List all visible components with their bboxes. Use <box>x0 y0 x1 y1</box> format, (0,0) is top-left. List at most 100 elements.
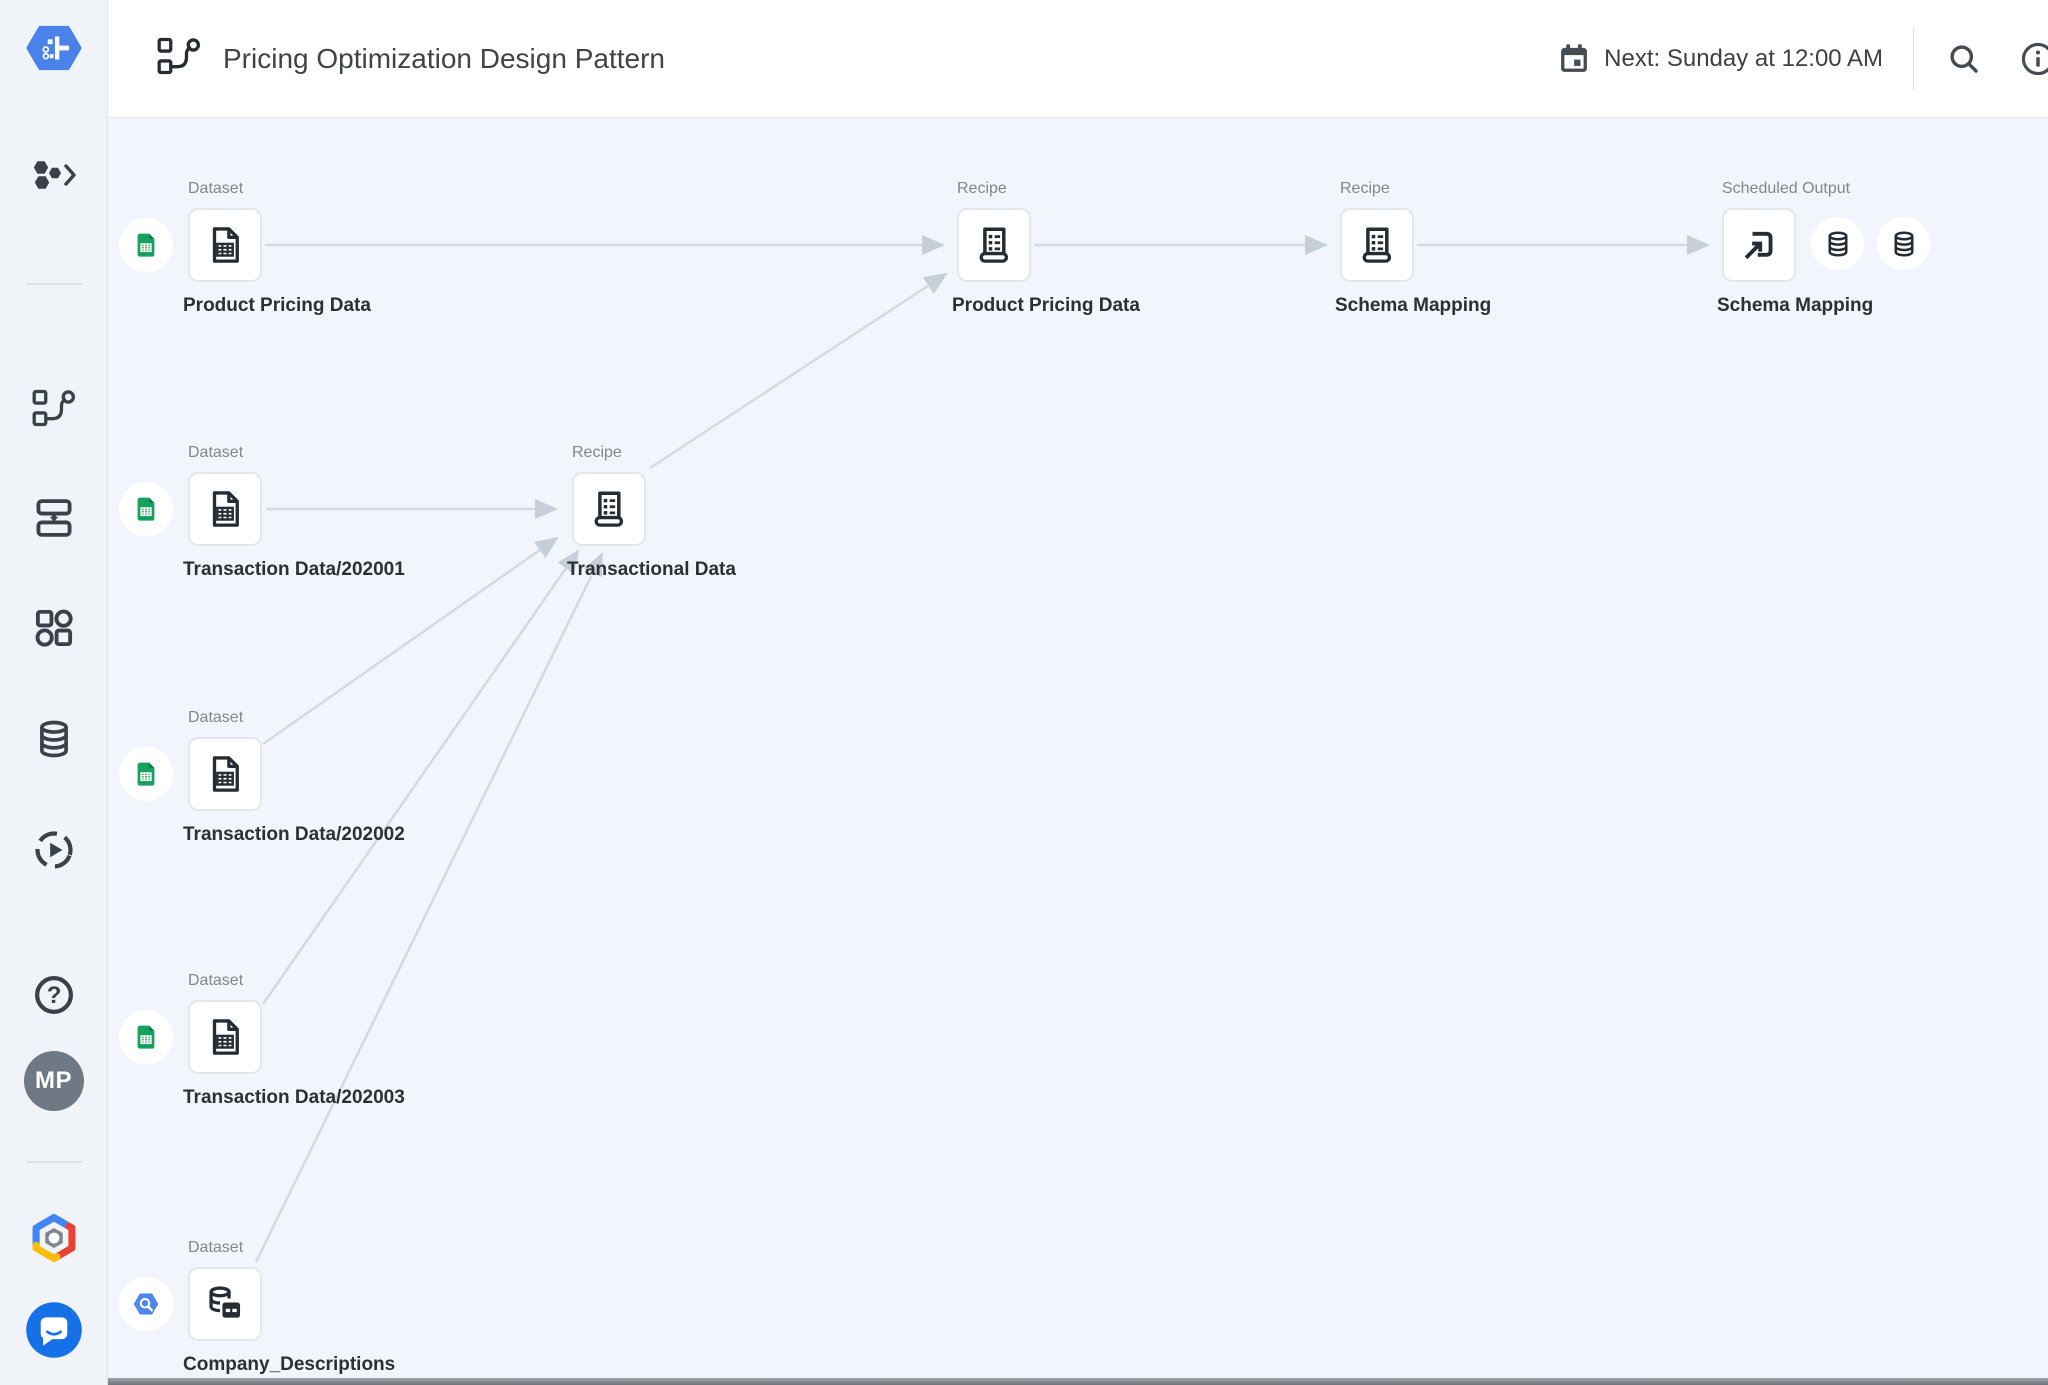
flow-title-icon <box>157 37 201 80</box>
avatar-initials: MP <box>23 1051 84 1111</box>
recipe-card[interactable] <box>957 208 1031 282</box>
node-name[interactable]: Product Pricing Data <box>952 295 1140 316</box>
horizontal-scrollbar[interactable] <box>108 1378 2048 1385</box>
node-dataset-transaction-202003[interactable]: Dataset Transaction Data/202003 <box>119 972 405 1108</box>
info-button[interactable] <box>2016 37 2048 81</box>
schedule-button[interactable]: Next: Sunday at 12:00 AM <box>1556 41 1883 77</box>
help-icon: ? <box>34 976 73 1014</box>
svg-text:?: ? <box>46 982 61 1009</box>
google-cloud-icon <box>32 1214 75 1262</box>
node-type-label: Scheduled Output <box>1722 180 1851 197</box>
dataset-card[interactable] <box>188 737 262 811</box>
node-type-label: Recipe <box>572 444 622 461</box>
database-icon <box>39 720 68 758</box>
node-name[interactable]: Transaction Data/202002 <box>183 824 405 845</box>
edge-t3-to-transactional <box>261 549 580 1005</box>
source-badge-google-sheets <box>119 747 173 801</box>
library-icon <box>35 609 73 647</box>
output-destination-database-1[interactable] <box>1811 217 1864 270</box>
output-destination-database-2[interactable] <box>1877 217 1930 270</box>
flow-header: Pricing Optimization Design Pattern Next… <box>108 0 2048 118</box>
sidebar-item-plans[interactable] <box>32 496 76 540</box>
sidebar-item-library[interactable] <box>32 606 76 650</box>
node-type-label: Dataset <box>188 1239 244 1256</box>
node-name[interactable]: Product Pricing Data <box>183 295 371 316</box>
node-type-label: Dataset <box>188 444 244 461</box>
dataset-card[interactable] <box>188 472 262 546</box>
node-dataset-transaction-202001[interactable]: Dataset Transaction Data/202001 <box>119 444 405 580</box>
node-type-label: Dataset <box>188 180 244 197</box>
node-scheduled-output-schema-mapping[interactable]: Scheduled Output <box>1717 180 1930 316</box>
node-type-label: Dataset <box>188 709 244 726</box>
node-name[interactable]: Schema Mapping <box>1335 295 1492 316</box>
sidebar-item-connections[interactable] <box>32 717 76 761</box>
spreadsheet-file-icon <box>212 756 239 792</box>
dataprep-logo-icon <box>26 25 81 71</box>
recipe-scroll-icon <box>1362 227 1392 263</box>
left-sidebar: ? MP <box>0 0 108 1385</box>
google-sheets-icon <box>137 762 155 786</box>
node-name[interactable]: Transaction Data/202003 <box>183 1087 405 1108</box>
node-dataset-company-descriptions[interactable]: Dataset Company_Descriptions <box>119 1239 395 1375</box>
dataset-card[interactable] <box>188 1267 262 1341</box>
node-recipe-schema-mapping[interactable]: Recipe Schema Mapping <box>1335 180 1491 316</box>
dataset-card[interactable] <box>188 1000 262 1074</box>
spreadsheet-file-icon <box>212 227 239 263</box>
flow-icon <box>157 37 201 75</box>
node-name[interactable]: Company_Descriptions <box>183 1354 396 1375</box>
next-run-label: Next: Sunday at 12:00 AM <box>1604 44 1883 72</box>
database-icon <box>1894 231 1913 257</box>
node-recipe-transactional-data[interactable]: Recipe Transactional Data <box>567 444 736 580</box>
dataprep-logo[interactable] <box>23 21 85 75</box>
recipe-scroll-icon <box>594 491 624 527</box>
node-type-label: Dataset <box>188 972 244 989</box>
google-sheets-icon <box>137 1025 155 1049</box>
node-name[interactable]: Transactional Data <box>567 559 736 580</box>
spreadsheet-file-icon <box>212 1019 239 1055</box>
sidebar-item-help[interactable]: ? <box>31 972 77 1018</box>
google-sheets-icon <box>137 497 155 521</box>
search-button[interactable] <box>1942 37 1986 81</box>
edge-transactional-to-recipe-ppd <box>649 272 948 470</box>
edge-company-to-transactional <box>254 552 604 1263</box>
output-arrow-icon <box>1744 231 1773 260</box>
info-icon <box>2021 42 2048 75</box>
spreadsheet-file-icon <box>212 491 239 527</box>
sidebar-item-job-history[interactable] <box>31 827 77 873</box>
node-dataset-product-pricing-data[interactable]: Dataset Product Pricing Data <box>119 180 371 316</box>
database-icon <box>1828 231 1847 257</box>
job-history-icon <box>34 831 73 869</box>
output-card[interactable] <box>1722 208 1796 282</box>
edge-t2-to-transactional <box>262 536 559 746</box>
source-badge-google-sheets <box>119 218 173 272</box>
recipe-card[interactable] <box>572 472 646 546</box>
header-actions: Next: Sunday at 12:00 AM <box>1556 0 2048 117</box>
google-cloud-logo[interactable] <box>29 1213 79 1263</box>
sidebar-item-flows-expand[interactable] <box>30 158 78 192</box>
calendar-icon <box>1561 43 1588 72</box>
sidebar-divider <box>25 1161 82 1163</box>
source-badge-bigquery <box>119 1277 173 1331</box>
header-divider <box>1913 27 1914 90</box>
hexagons-expand-icon <box>33 161 76 189</box>
source-badge-google-sheets <box>119 1010 173 1064</box>
page-title: Pricing Optimization Design Pattern <box>223 42 665 74</box>
chat-support-button[interactable] <box>25 1301 83 1359</box>
sidebar-item-flows[interactable] <box>32 389 76 427</box>
node-type-label: Recipe <box>957 180 1007 197</box>
node-recipe-product-pricing-data[interactable]: Recipe Product Pricing Data <box>952 180 1140 316</box>
user-avatar[interactable]: MP <box>23 1051 84 1111</box>
google-sheets-icon <box>137 233 155 257</box>
plan-icon <box>35 499 72 537</box>
dataset-card[interactable] <box>188 208 262 282</box>
sidebar-divider <box>25 283 82 285</box>
node-name[interactable]: Schema Mapping <box>1717 295 1874 316</box>
recipe-card[interactable] <box>1340 208 1414 282</box>
node-name[interactable]: Transaction Data/202001 <box>183 559 405 580</box>
bigquery-icon <box>133 1293 159 1315</box>
node-dataset-transaction-202002[interactable]: Dataset Transaction Data/202002 <box>119 709 405 845</box>
database-table-icon <box>209 1286 241 1318</box>
recipe-scroll-icon <box>979 227 1009 263</box>
source-badge-google-sheets <box>119 482 173 536</box>
